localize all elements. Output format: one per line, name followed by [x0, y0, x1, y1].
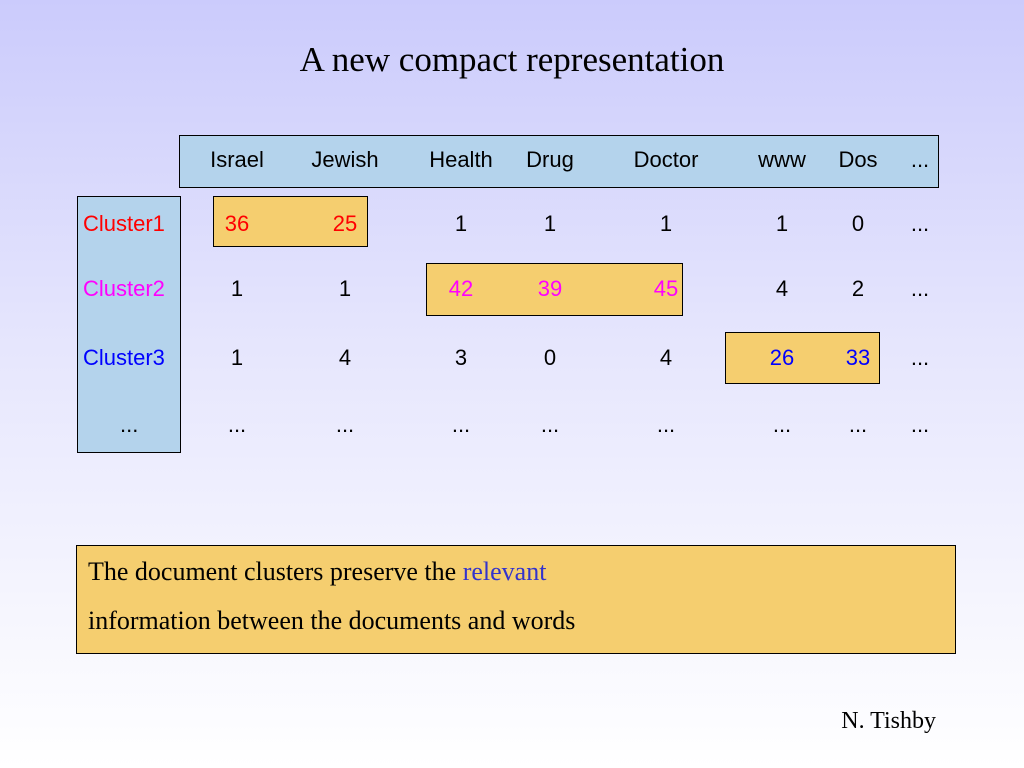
table-cell: 26	[769, 345, 795, 370]
table-cell: 36	[224, 211, 250, 236]
column-header-box	[179, 135, 939, 188]
slide-title: A new compact representation	[299, 40, 725, 79]
note-line-1: The document clusters preserve the relev…	[88, 557, 546, 587]
row-label-ellipsis: ...	[120, 412, 139, 437]
table-cell: 42	[448, 276, 474, 301]
cluster-label-box	[77, 196, 181, 453]
column-header-www: www	[758, 147, 806, 172]
column-header-drug: Drug	[526, 147, 574, 172]
column-header-israel: Israel	[210, 147, 264, 172]
author-credit: N. Tishby	[841, 708, 936, 734]
cluster2-highlight-box	[426, 263, 683, 316]
table-cell: 1	[230, 276, 244, 301]
table-cell: 1	[454, 211, 468, 236]
table-cell: ...	[848, 412, 868, 437]
table-cell: 39	[537, 276, 563, 301]
table-cell: 2	[851, 276, 865, 301]
table-cell: ...	[335, 412, 355, 437]
table-cell: ...	[227, 412, 247, 437]
table-cell: ...	[910, 211, 930, 236]
column-header-health: Health	[429, 147, 493, 172]
table-cell: 33	[845, 345, 871, 370]
table-cell: 3	[454, 345, 468, 370]
table-cell: 1	[775, 211, 789, 236]
column-header-doctor: Doctor	[633, 147, 699, 172]
table-cell: 25	[332, 211, 358, 236]
table-cell: 0	[543, 345, 557, 370]
table-cell: 1	[659, 211, 673, 236]
note-text: The document clusters preserve the	[88, 557, 463, 586]
table-cell: ...	[910, 276, 930, 301]
table-cell: 4	[338, 345, 352, 370]
table-cell: ...	[540, 412, 560, 437]
table-cell: ...	[451, 412, 471, 437]
table-cell: ...	[910, 412, 930, 437]
table-cell: 4	[659, 345, 673, 370]
column-header-jewish: Jewish	[311, 147, 379, 172]
note-box: The document clusters preserve the relev…	[76, 545, 956, 654]
row-label-cluster2: Cluster2	[83, 276, 165, 301]
table-cell: 1	[230, 345, 244, 370]
row-label-cluster3: Cluster3	[83, 345, 165, 370]
table-cell: 1	[338, 276, 352, 301]
column-header-dos: Dos	[838, 147, 878, 172]
column-header-ellipsis: ...	[910, 147, 930, 172]
relevant-highlight: relevant	[462, 557, 547, 586]
cluster1-highlight-box	[213, 196, 368, 247]
row-label-cluster1: Cluster1	[83, 211, 165, 236]
table-cell: 1	[543, 211, 557, 236]
table-cell: ...	[910, 345, 930, 370]
table-cell: ...	[772, 412, 792, 437]
table-cell: ...	[656, 412, 676, 437]
note-line-2: information between the documents and wo…	[88, 606, 576, 635]
table-cell: 0	[851, 211, 865, 236]
table-cell: 4	[775, 276, 789, 301]
cluster3-highlight-box	[725, 332, 880, 384]
table-cell: 45	[653, 276, 679, 301]
